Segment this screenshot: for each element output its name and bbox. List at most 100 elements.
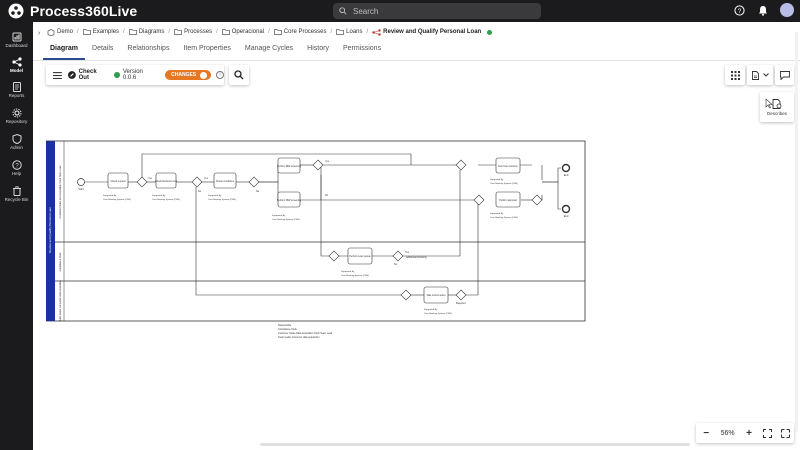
help-icon[interactable]: ? [732, 3, 746, 17]
flow-label: Yes [325, 160, 330, 163]
breadcrumb-label: Demo [57, 29, 74, 35]
gateway[interactable] [312, 159, 324, 171]
gateway[interactable] [400, 289, 412, 301]
gateway[interactable] [455, 289, 467, 301]
chevron-right-icon[interactable]: › [38, 30, 41, 37]
folder-icon [82, 29, 91, 35]
flow-label: No [325, 194, 329, 197]
folder-icon [174, 29, 182, 35]
gateway[interactable] [191, 176, 203, 188]
search-box[interactable] [333, 3, 541, 19]
sidebar-item-dashboard[interactable]: Dashboard [0, 32, 33, 48]
app-logo[interactable]: Process360Live [8, 3, 137, 19]
sidebar-item-repository[interactable]: Repository [0, 108, 33, 124]
zoom-out-button[interactable]: − [703, 427, 710, 439]
version-status-dot [113, 72, 120, 78]
annotation-item: Core Banking System (CBS) [424, 312, 452, 315]
task[interactable] [277, 191, 301, 208]
sidebar-item-label: Model [10, 68, 23, 73]
sidebar-item-reports[interactable]: Reports [0, 82, 33, 98]
task[interactable] [213, 172, 237, 189]
gateway[interactable] [248, 176, 260, 188]
fit-screen-icon[interactable] [763, 428, 773, 438]
tab-history[interactable]: History [307, 45, 329, 52]
trash-icon [12, 186, 21, 196]
annotation-title: Supported By [208, 194, 222, 197]
model-icon [11, 57, 22, 67]
sidebar-item-help[interactable]: ? Help [0, 160, 33, 176]
flow-label: Yes [148, 177, 153, 180]
gateway[interactable] [455, 159, 467, 171]
breadcrumb-item-demo[interactable]: Demo [47, 28, 74, 36]
breadcrumb-item-examples[interactable]: Examples [82, 29, 120, 35]
breadcrumb-item-diagrams[interactable]: Diagrams [128, 29, 165, 35]
zoom-in-button[interactable]: + [746, 427, 752, 439]
task[interactable] [495, 191, 521, 208]
search-input[interactable] [353, 6, 523, 16]
flow-label: No [394, 263, 398, 266]
menu-icon[interactable] [53, 71, 62, 79]
breadcrumb-label: Processes [184, 29, 213, 35]
flow-labels: Yes No Yes No Yes No Yes No Rejected Add… [148, 160, 466, 305]
task[interactable] [423, 286, 449, 304]
breadcrumb-item-core-processes[interactable]: Core Processes [273, 29, 326, 35]
flow-label: Additional checking [406, 256, 427, 259]
dashboard-icon [12, 32, 21, 42]
gateways [136, 159, 543, 301]
vertical-scrollbar[interactable] [795, 32, 798, 432]
bell-icon[interactable] [756, 3, 770, 17]
task[interactable] [277, 157, 301, 174]
tab-permissions[interactable]: Permissions [342, 45, 382, 52]
event-label: End [564, 214, 569, 218]
annotation-title: Supported By [490, 178, 504, 181]
end-event[interactable] [561, 204, 571, 214]
breadcrumb-label: Diagrams [138, 29, 165, 35]
sidebar-item-admin[interactable]: Admin [0, 134, 33, 150]
breadcrumb-item-loans[interactable]: Loans [336, 29, 363, 35]
bpmn-diagram[interactable]: Review and Qualify Personal Loan Custome… [46, 120, 746, 430]
fullscreen-icon[interactable] [780, 428, 790, 438]
tab-item-properties[interactable]: Item Properties [183, 45, 231, 52]
task[interactable] [155, 172, 177, 189]
breadcrumb-item-operacional[interactable]: Operacional [221, 29, 265, 35]
breadcrumb-label: Examples [92, 29, 120, 35]
diagram-search-button[interactable] [229, 65, 249, 85]
describes-panel-button[interactable]: Describes [760, 92, 794, 122]
checkout-button[interactable]: Check Out [67, 69, 108, 81]
end-event[interactable] [561, 163, 571, 173]
task[interactable] [347, 247, 373, 265]
task[interactable] [495, 157, 521, 174]
describes-label: Describes [766, 110, 787, 116]
gateway[interactable] [473, 194, 485, 206]
gateway[interactable] [136, 176, 148, 188]
avatar[interactable] [780, 3, 794, 17]
sidebar-item-recycle-bin[interactable]: Recycle Bin [0, 186, 33, 202]
changes-toggle[interactable]: CHANGES [165, 70, 212, 80]
task-label: Take control action [426, 294, 446, 297]
task[interactable] [107, 172, 129, 189]
tab-relationships[interactable]: Relationships [127, 45, 170, 52]
sidebar-item-model[interactable]: Model [0, 57, 33, 73]
annotation-title: Supported By [490, 212, 504, 215]
breadcrumb-item-processes[interactable]: Processes [174, 29, 212, 35]
start-event[interactable] [77, 178, 85, 186]
tab-diagram[interactable]: Diagram [43, 40, 86, 60]
lane-label: Compliance Clerk [59, 252, 62, 272]
sidebar-item-label: Reports [8, 93, 25, 98]
gateway[interactable] [328, 250, 340, 262]
version-label: Version 0.0.6 [122, 69, 143, 81]
info-icon[interactable]: i [216, 71, 224, 79]
document-menu-button[interactable] [747, 65, 773, 85]
comments-button[interactable] [775, 65, 794, 85]
horizontal-scrollbar[interactable] [260, 443, 690, 446]
toggle-knob [200, 71, 208, 79]
tab-manage-cycles[interactable]: Manage Cycles [244, 45, 294, 52]
breadcrumb-label: Operacional [231, 29, 265, 35]
gateway[interactable] [392, 250, 404, 262]
gateway[interactable] [531, 194, 543, 206]
pool-title: Review and Qualify Personal Loan [48, 207, 52, 253]
flow-label: Rejected [456, 302, 466, 305]
tab-details[interactable]: Details [92, 45, 114, 52]
annotation-item: Core Banking System (CBS) [341, 274, 369, 277]
grid-view-button[interactable] [725, 65, 745, 85]
